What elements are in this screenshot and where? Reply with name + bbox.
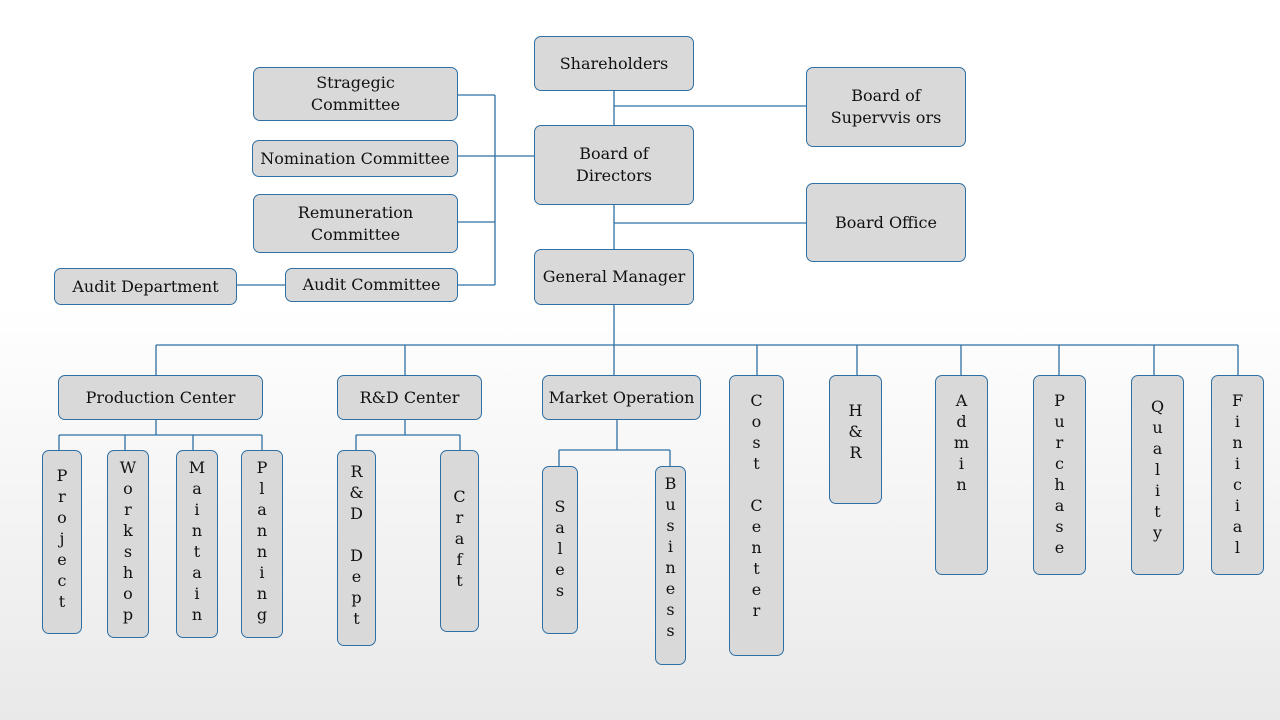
node-rd-dept: R & D D e p t [337,450,376,646]
node-workshop-label: W o r k s h o p [119,458,137,624]
node-board-of-directors: Board of Directors [534,125,694,205]
node-strategic-committee: Stragegic Committee [253,67,458,121]
node-quality-label: Q u a l i t y [1150,397,1165,542]
node-nomination-committee: Nomination Committee [252,140,458,177]
node-project: P r o j e c t [42,450,82,634]
node-workshop: W o r k s h o p [107,450,149,638]
node-board-of-supervisors: Board of Supervvis ors [806,67,966,147]
node-cost-center-label: C o s t C e n t e r [750,391,763,620]
node-production-center: Production Center [58,375,263,420]
node-purchase-label: P u r c h a s e [1054,391,1065,557]
node-admin: A d m i n [935,375,988,575]
node-audit-committee: Audit Committee [285,268,458,302]
node-shareholders: Shareholders [534,36,694,91]
node-project-label: P r o j e c t [56,466,68,611]
node-hr-label: H & R [848,401,863,462]
node-board-office: Board Office [806,183,966,262]
node-rd-center: R&D Center [337,375,482,420]
node-maintain: M a i n t a i n [176,450,218,638]
node-admin-label: A d m i n [953,391,970,494]
node-audit-department: Audit Department [54,268,237,305]
node-purchase: P u r c h a s e [1033,375,1086,575]
node-planning-label: P l a n n i n g [256,458,268,624]
node-finicial: F i n i c i a l [1211,375,1264,575]
node-sales-label: S a l e s [554,497,566,600]
node-business: B u s i n e s s [655,466,686,665]
node-market-operation: Market Operation [542,375,701,420]
node-sales: S a l e s [542,466,578,634]
node-cost-center: C o s t C e n t e r [729,375,784,656]
node-finicial-label: F i n i c i a l [1231,391,1244,557]
node-craft: C r a f t [440,450,479,632]
node-rd-dept-label: R & D D e p t [349,462,364,628]
node-craft-label: C r a f t [453,487,466,590]
node-maintain-label: M a i n t a i n [188,458,206,624]
node-remuneration-committee: Remuneration Committee [253,194,458,253]
node-planning: P l a n n i n g [241,450,283,638]
node-hr: H & R [829,375,882,504]
node-general-manager: General Manager [534,249,694,305]
node-business-label: B u s i n e s s [664,474,677,640]
node-quality: Q u a l i t y [1131,375,1184,575]
